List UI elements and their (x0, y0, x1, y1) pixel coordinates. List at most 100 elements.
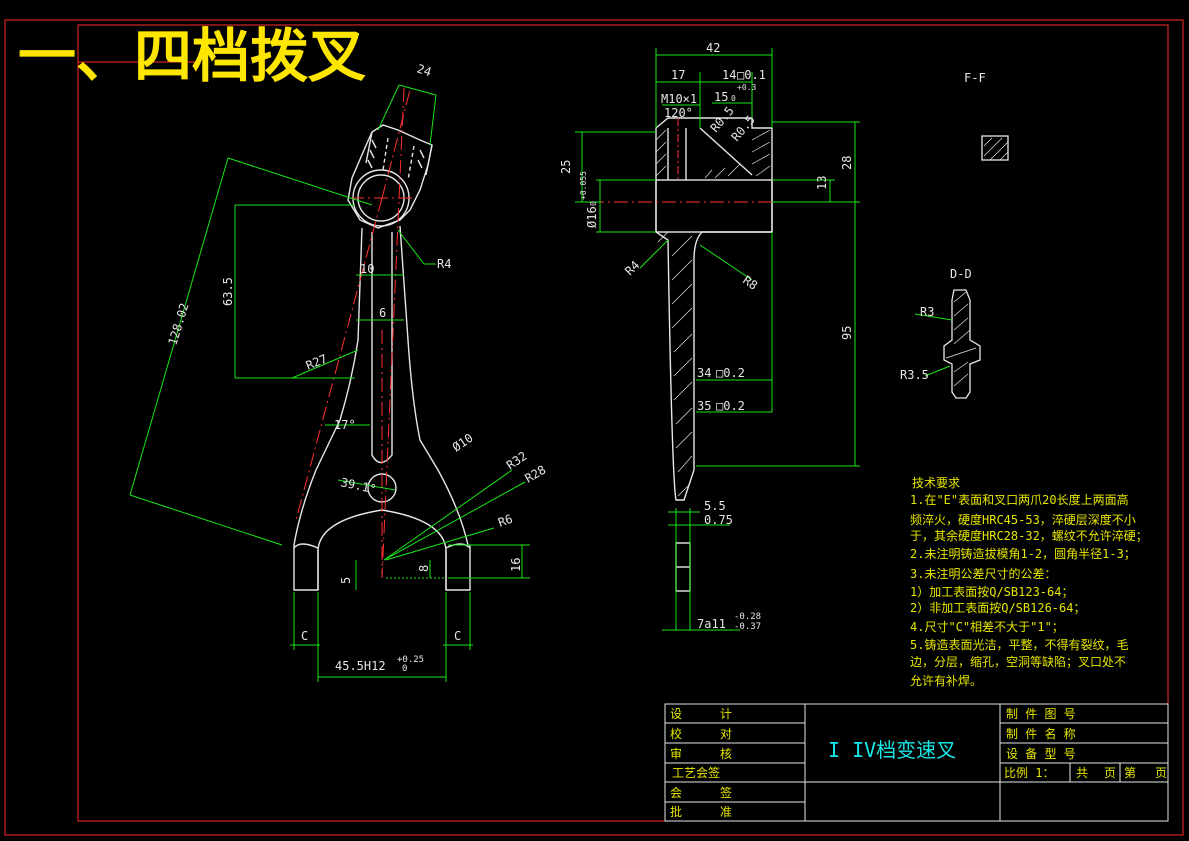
fork-side-view (655, 117, 773, 592)
fork-centerlines (295, 87, 416, 579)
tol-d16-upper: +0.055 (579, 171, 588, 200)
dim-r05b: R0.5 (729, 113, 758, 144)
tb-row-approve-b: 准 (720, 805, 732, 819)
tb-row-review-a: 审 (670, 746, 682, 761)
tech-line: 4.尺寸"C"相差不大于"1"； (910, 620, 1064, 634)
dim-16: 16 (509, 558, 523, 572)
tech-line: 2）非加工表面按Q/SB126-64； (910, 601, 1085, 615)
side-view-hatching (655, 129, 771, 497)
dim-r6: R6 (496, 512, 514, 530)
dim-c-right: C (454, 629, 461, 643)
tech-line: 3.未注明公差尺寸的公差： (910, 566, 1056, 581)
dim-d16: Ø16 (585, 206, 599, 228)
tech-line: 2.未注明铸造拔模角1-2，圆角半径1-3； (910, 546, 1136, 561)
dim-35-flat: □0.2 (716, 399, 745, 413)
dim-95: 95 (840, 326, 854, 340)
tb-nth: 第 (1124, 766, 1136, 780)
dim-15: 15 (714, 90, 728, 104)
tb-row-design-a: 设 (670, 707, 682, 721)
tol-7a11-upper: -0.28 (734, 612, 761, 622)
dim-45-5h12: 45.5H12 (335, 659, 386, 673)
tol-d16-lower: 0 (589, 201, 598, 206)
tech-line: 边，分层，缩孔，空洞等缺陷；叉口处不 (910, 654, 1126, 669)
dim-128-02: 128.02 (165, 301, 191, 347)
tb-page-a: 页 (1104, 766, 1116, 780)
tech-line: 频淬火，硬度HRC45-53，淬硬层深度不小 (910, 512, 1136, 527)
dim-17deg: 17° (334, 418, 356, 432)
dim-39-1: 39.1° (339, 475, 377, 496)
tb-row-sign-a: 会 (670, 786, 682, 800)
dim-c-left: C (301, 629, 308, 643)
dim-10: 10 (360, 262, 374, 276)
dim-8: 8 (417, 565, 431, 572)
tb-row-sign-b: 签 (720, 785, 732, 800)
side-dimension-lines (575, 48, 860, 631)
dim-m10x1: M10×1 (661, 92, 697, 106)
tb-row-approve-a: 批 (670, 804, 682, 819)
tech-heading: 技术要求 (912, 476, 960, 490)
fork-front-view (293, 124, 471, 591)
section-ff-hatch (983, 137, 1009, 161)
dim-r3-5: R3.5 (900, 368, 929, 382)
tb-row-check-b: 对 (720, 727, 732, 741)
section-dd-profile (943, 289, 981, 399)
title-block-grid (664, 703, 1169, 822)
tb-row-review-b: 核 (720, 747, 732, 761)
tb-part-name: I IV档变速叉 (828, 738, 956, 762)
tb-page-b: 页 (1155, 766, 1167, 780)
tb-row-design-b: 计 (720, 707, 732, 721)
inner-frame (77, 24, 1169, 822)
section-dd-dims (914, 313, 953, 377)
tb-part-label: 制 件 名 称 (1006, 726, 1076, 741)
tol-03: +0.3 (737, 83, 756, 92)
tb-row-check-a: 校 (670, 726, 682, 741)
tech-line: 允许有补焊。 (910, 673, 982, 688)
dim-r27: R27 (304, 352, 329, 373)
dim-28: 28 (840, 156, 854, 170)
section-dd-label: D-D (950, 267, 972, 281)
dim-0-75: 0.75 (704, 513, 733, 527)
dim-r3: R3 (920, 305, 934, 319)
dim-r4-side: R4 (622, 258, 642, 278)
dim-35: 35 (697, 399, 711, 413)
tech-line: 于，其余硬度HRC28-32，螺纹不允许淬硬； (910, 528, 1148, 543)
page-title: 一、四档拨叉 (18, 22, 366, 90)
dim-r28: R28 (523, 463, 549, 486)
dim-d10: Ø10 (450, 431, 476, 455)
fork-dimension-lines (129, 84, 530, 682)
tol-7a11-lower: -0.37 (734, 622, 761, 632)
dim-13: 13 (815, 176, 829, 190)
tb-drawing-no: 制 件 图 号 (1006, 707, 1076, 721)
dim-24: 24 (415, 62, 433, 80)
dim-r32: R32 (504, 449, 530, 473)
dim-25: 25 (559, 160, 573, 174)
dim-17: 17 (671, 68, 685, 82)
tol-45-lower: 0 (402, 664, 407, 674)
dim-r8: R8 (740, 273, 760, 293)
dim-r4: R4 (437, 257, 451, 271)
tol-15-0: 0 (731, 94, 736, 103)
dim-flat01: □0.1 (737, 68, 766, 82)
tech-line: 1）加工表面按Q/SB123-64； (910, 585, 1073, 599)
tol-45-upper: +0.25 (397, 655, 424, 665)
dim-42: 42 (706, 41, 720, 55)
dim-14: 14 (722, 68, 736, 82)
dim-5: 5 (339, 577, 353, 584)
outer-frame (4, 19, 1184, 836)
tech-requirements: 技术要求 1.在"E"表面和叉口两爪20长度上两面高 频淬火，硬度HRC45-5… (910, 476, 1148, 688)
tech-line: 1.在"E"表面和叉口两爪20长度上两面高 (910, 492, 1129, 507)
dim-120deg: 120° (664, 106, 693, 120)
section-ff-profile (981, 135, 1009, 161)
tb-scale: 比例 1： (1004, 766, 1054, 780)
tb-equipment: 设 备 型 号 (1006, 747, 1076, 761)
dim-7a11: 7a11 (697, 617, 726, 631)
dim-63-5: 63.5 (221, 277, 235, 306)
dim-6: 6 (379, 306, 386, 320)
dim-5-5: 5.5 (704, 499, 726, 513)
dim-34-flat: □0.2 (716, 366, 745, 380)
title-block-text: 设 计 校 对 审 核 工艺会签 会 签 批 准 I IV档变速叉 制 件 图 … (670, 707, 1167, 819)
section-dd-hatch (945, 291, 977, 387)
tech-line: 5.铸造表面光洁，平整，不得有裂纹，毛 (910, 637, 1128, 652)
